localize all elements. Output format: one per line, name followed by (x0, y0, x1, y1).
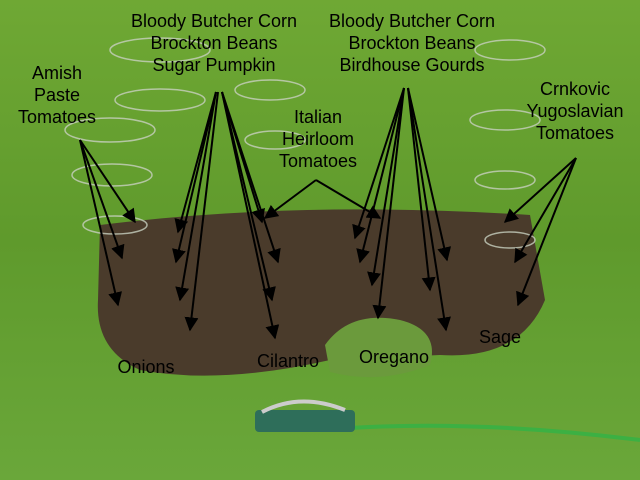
label-line: Tomatoes (17, 107, 97, 127)
label-corn-beans-pumpkin: Bloody Butcher Corn Brockton Beans Sugar… (131, 10, 297, 76)
label-line: Tomatoes (535, 123, 615, 143)
arrow (221, 91, 280, 340)
label-italian-tomatoes: Italian Heirloom Tomatoes (279, 106, 357, 172)
label-line: Brockton Beans (348, 33, 476, 53)
label-corn-beans-gourds: Bloody Butcher Corn Brockton Beans Birdh… (329, 10, 495, 76)
arrow (372, 87, 405, 320)
label-line: Paste (33, 85, 81, 105)
label-line: Heirloom (281, 129, 355, 149)
arrow (263, 179, 317, 219)
label-line: Sugar Pumpkin (152, 55, 276, 75)
label-line: Birdhouse Gourds (339, 55, 485, 75)
annotation-arrows (79, 87, 577, 340)
label-oregano: Oregano (358, 347, 430, 367)
label-line: Bloody Butcher Corn (328, 11, 496, 31)
tomato-cages (64, 37, 546, 249)
arrow (356, 87, 405, 264)
label-line: Tomatoes (278, 151, 358, 171)
arrow (367, 87, 405, 287)
arrow (184, 91, 219, 332)
label-line: Italian (293, 107, 343, 127)
arrow (514, 157, 577, 264)
arrow (503, 157, 577, 223)
arrow (79, 139, 122, 307)
arrow (516, 157, 577, 307)
oregano-plant (325, 317, 432, 378)
label-onions: Onions (117, 357, 175, 377)
label-sage: Sage (478, 327, 522, 347)
arrow (407, 87, 451, 332)
arrow (352, 87, 405, 240)
label-line: Crnkovic (539, 79, 611, 99)
label-line: Amish (31, 63, 83, 83)
garden-hose (349, 423, 640, 442)
arrow (79, 139, 136, 224)
label-cilantro: Cilantro (256, 351, 320, 371)
arrow (175, 91, 217, 302)
arrow (407, 87, 436, 292)
arrow (315, 179, 382, 219)
sprinkler (255, 399, 355, 432)
arrow (79, 139, 125, 260)
arrow (221, 91, 281, 264)
garden-bed-soil (97, 209, 545, 376)
label-line: Bloody Butcher Corn (130, 11, 298, 31)
arrow (172, 91, 217, 264)
label-crnkovic-tomatoes: Crnkovic Yugoslavian Tomatoes (526, 78, 623, 144)
label-line: Yugoslavian (526, 101, 624, 121)
label-amish-tomatoes: Amish Paste Tomatoes (18, 62, 96, 128)
arrow (407, 87, 452, 262)
label-line: Brockton Beans (150, 33, 278, 53)
